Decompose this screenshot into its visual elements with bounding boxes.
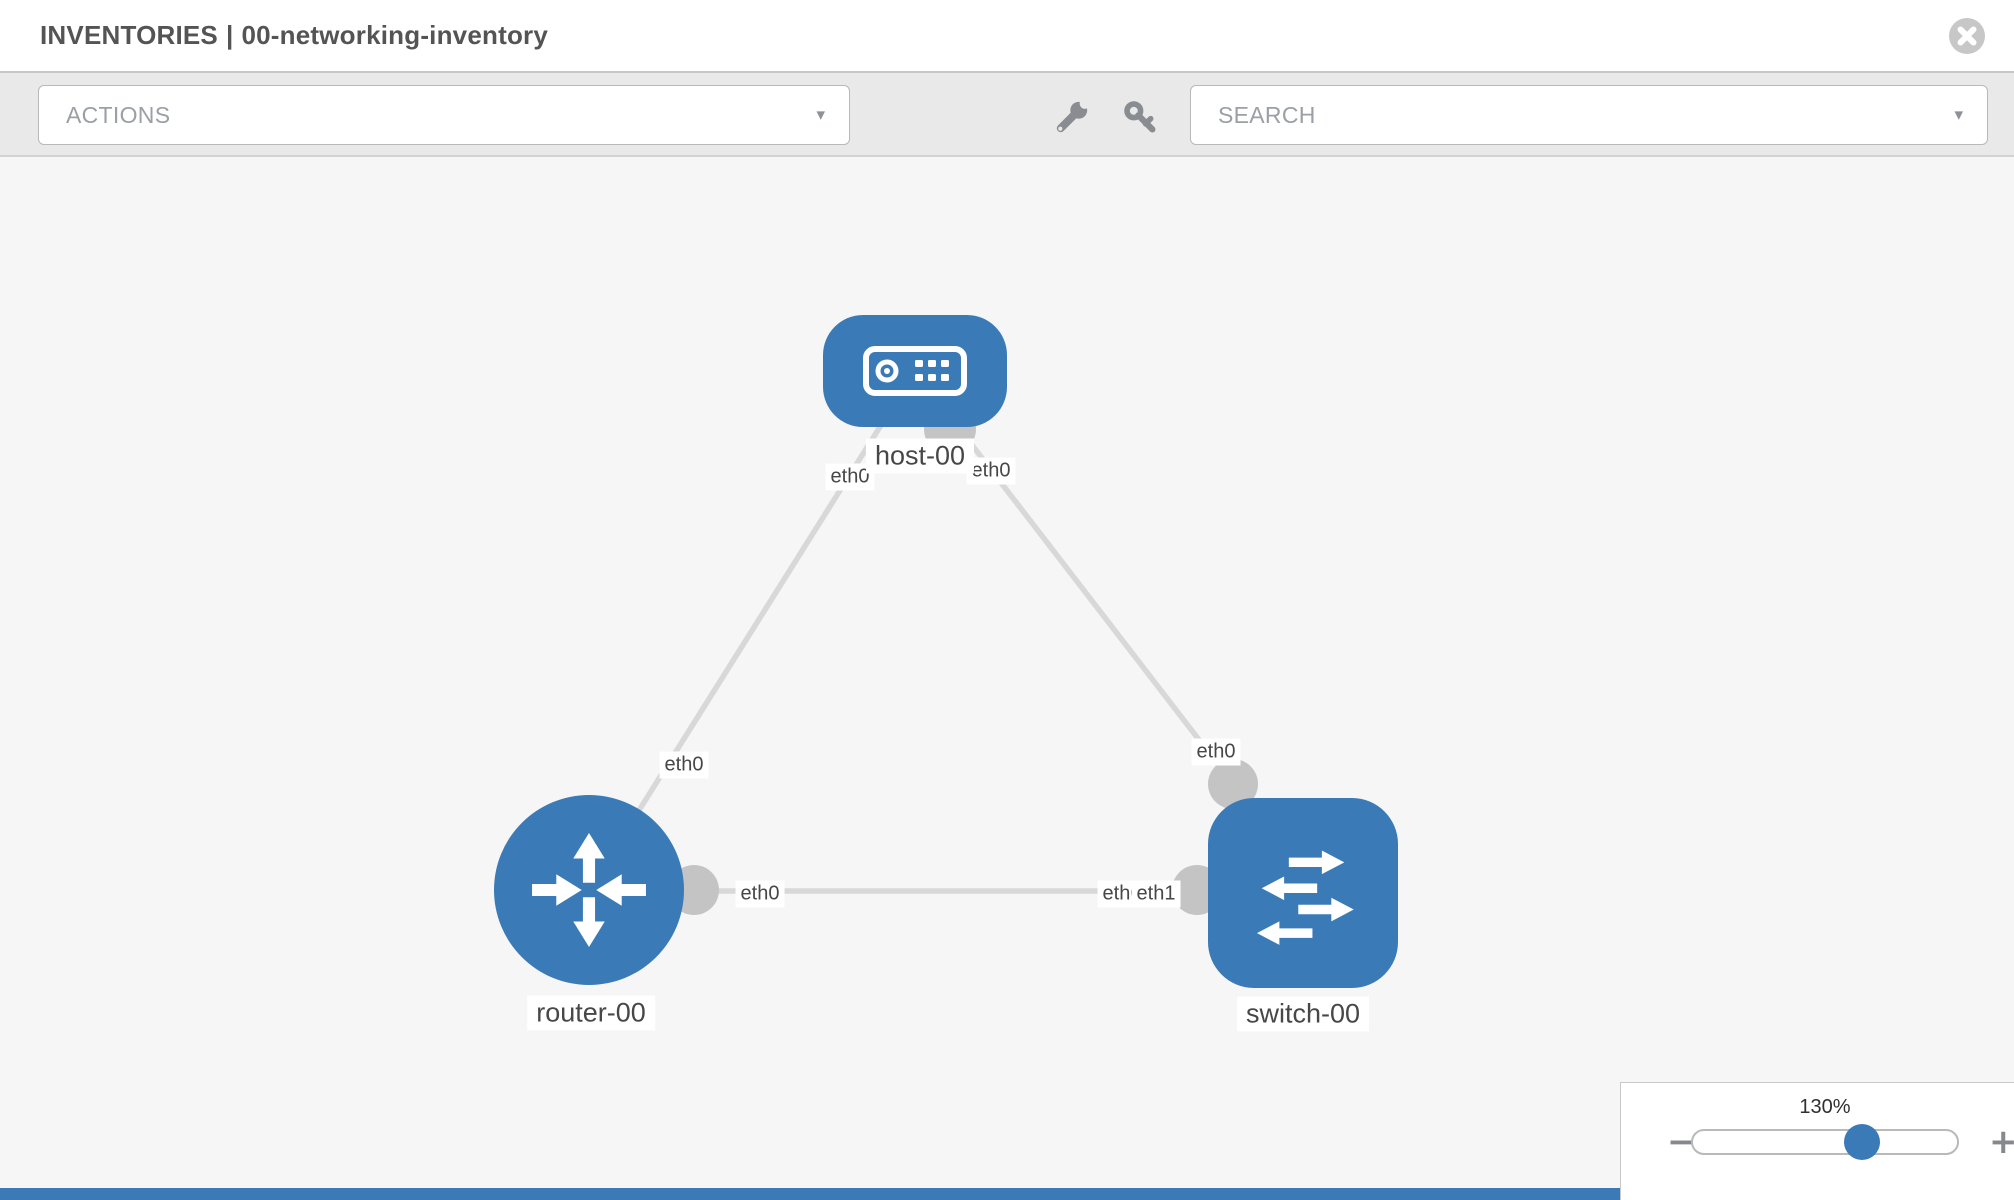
link-host-00-router-00 [586, 369, 918, 892]
wrench-icon [1056, 98, 1090, 133]
router-icon [532, 833, 646, 947]
links-layer [586, 369, 1258, 915]
zoom-slider-track[interactable] [1691, 1124, 1959, 1160]
footer-accent-bar [0, 1188, 2014, 1200]
interface-label-eth0: eth0 [735, 880, 785, 908]
chevron-down-icon: ▾ [816, 105, 825, 124]
zoom-slider-thumb[interactable] [1843, 1124, 1880, 1160]
close-icon [1949, 18, 1985, 54]
page-title: INVENTORIES|00-networking-inventory [40, 20, 548, 51]
interface-label-eth0: eth0 [659, 751, 709, 779]
actions-dropdown-label: ACTIONS [66, 101, 171, 128]
interface-label-eth0: eth0 [1191, 738, 1241, 766]
actions-dropdown[interactable]: ACTIONS ▾ [38, 85, 850, 145]
node-label-router-00: router-00 [527, 995, 655, 1031]
node-switch-00[interactable] [1208, 798, 1398, 988]
interface-label-eth1: eth1 [1131, 880, 1181, 908]
node-host-00[interactable] [823, 315, 1007, 427]
zoom-panel: 130% − + [1620, 1082, 2014, 1200]
configure-button[interactable] [1054, 98, 1090, 135]
search-placeholder: SEARCH [1218, 101, 1316, 128]
interface-connector[interactable] [1208, 759, 1258, 809]
toolbar: ACTIONS ▾ SEARCH ▾ [0, 73, 2014, 157]
zoom-out-button[interactable]: − [1667, 1122, 1696, 1162]
zoom-level-value: 130% [1799, 1096, 1851, 1118]
interface-label-eth0: eth0 [966, 457, 1016, 485]
zoom-in-button[interactable]: + [1989, 1124, 2014, 1160]
header: INVENTORIES|00-networking-inventory [0, 0, 2014, 73]
close-button[interactable] [1948, 17, 1986, 55]
search-dropdown[interactable]: SEARCH ▾ [1190, 85, 1988, 145]
breadcrumb-section: INVENTORIES [40, 20, 218, 50]
breadcrumb-separator: | [225, 20, 234, 50]
credentials-button[interactable] [1122, 99, 1158, 135]
chevron-down-icon: ▾ [1954, 105, 1963, 124]
node-router-00[interactable] [494, 795, 684, 985]
switch-icon [1256, 850, 1354, 945]
interface-label-eth0: eth0 [825, 463, 875, 491]
breadcrumb-inventory-name: 00-networking-inventory [241, 20, 549, 50]
node-label-host-00: host-00 [865, 438, 975, 474]
node-label-switch-00: switch-00 [1236, 996, 1370, 1032]
host-icon [863, 346, 967, 396]
key-icon [1124, 101, 1156, 133]
